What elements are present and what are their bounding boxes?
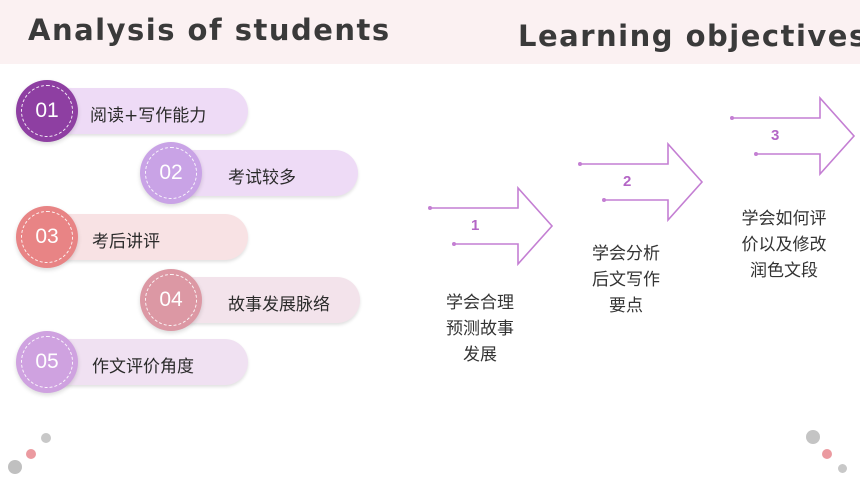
analysis-item-03-badge: 03 bbox=[16, 206, 78, 268]
objective-2-arrow bbox=[578, 141, 704, 223]
objective-2-number: 2 bbox=[623, 173, 632, 190]
decor-dot-pink-right bbox=[822, 449, 832, 459]
analysis-item-01-badge: 01 bbox=[16, 80, 78, 142]
analysis-item-05-pill bbox=[46, 339, 248, 385]
analysis-item-05-label: 作文评价角度 bbox=[92, 357, 194, 377]
decor-dot-gray-large bbox=[8, 460, 22, 474]
objective-1-line-3: 发展 bbox=[463, 345, 497, 365]
objective-2-line-3: 要点 bbox=[609, 296, 643, 316]
analysis-title: Analysis of students bbox=[28, 13, 391, 47]
decor-dot-pink bbox=[26, 449, 36, 459]
objective-3-line-1: 学会如何评 bbox=[741, 209, 827, 229]
analysis-item-04-number: 04 bbox=[159, 288, 183, 311]
analysis-item-05-badge: 05 bbox=[16, 331, 78, 393]
analysis-item-04-label: 故事发展脉络 bbox=[228, 295, 330, 315]
decor-dot-gray-small bbox=[41, 433, 51, 443]
objective-1-arrow bbox=[428, 185, 554, 267]
objective-2-line-2: 后文写作 bbox=[592, 270, 660, 290]
analysis-item-03-pill bbox=[46, 214, 248, 260]
analysis-item-02-badge: 02 bbox=[140, 142, 202, 204]
objective-3-arrow bbox=[730, 95, 856, 177]
analysis-item-01-number: 01 bbox=[35, 99, 59, 122]
header-band bbox=[0, 0, 860, 64]
objectives-title: Learning objectives bbox=[518, 19, 860, 53]
objective-3-line-2: 价以及修改 bbox=[741, 235, 827, 255]
objective-3-line-3: 润色文段 bbox=[750, 261, 818, 281]
objective-3-text: 学会如何评 价以及修改 润色文段 bbox=[726, 206, 842, 284]
objective-3-number: 3 bbox=[771, 127, 780, 144]
analysis-item-01-label: 阅读+写作能力 bbox=[90, 106, 207, 126]
analysis-item-01-pill bbox=[46, 88, 248, 134]
objective-1-text: 学会合理 预测故事 发展 bbox=[430, 290, 530, 368]
analysis-item-05-number: 05 bbox=[35, 350, 59, 373]
analysis-item-02-number: 02 bbox=[159, 161, 183, 184]
analysis-item-02-label: 考试较多 bbox=[228, 168, 296, 188]
analysis-item-03-number: 03 bbox=[35, 225, 59, 248]
analysis-item-03-label: 考后讲评 bbox=[92, 232, 160, 252]
analysis-item-04-badge: 04 bbox=[140, 269, 202, 331]
decor-dot-gray-small-right bbox=[838, 464, 847, 473]
decor-dot-gray-large-right bbox=[806, 430, 820, 444]
objective-1-number: 1 bbox=[471, 217, 480, 234]
objective-1-line-1: 学会合理 bbox=[446, 293, 514, 313]
objective-2-line-1: 学会分析 bbox=[592, 244, 660, 264]
objective-2-text: 学会分析 后文写作 要点 bbox=[576, 241, 676, 319]
objective-1-line-2: 预测故事 bbox=[446, 319, 514, 339]
